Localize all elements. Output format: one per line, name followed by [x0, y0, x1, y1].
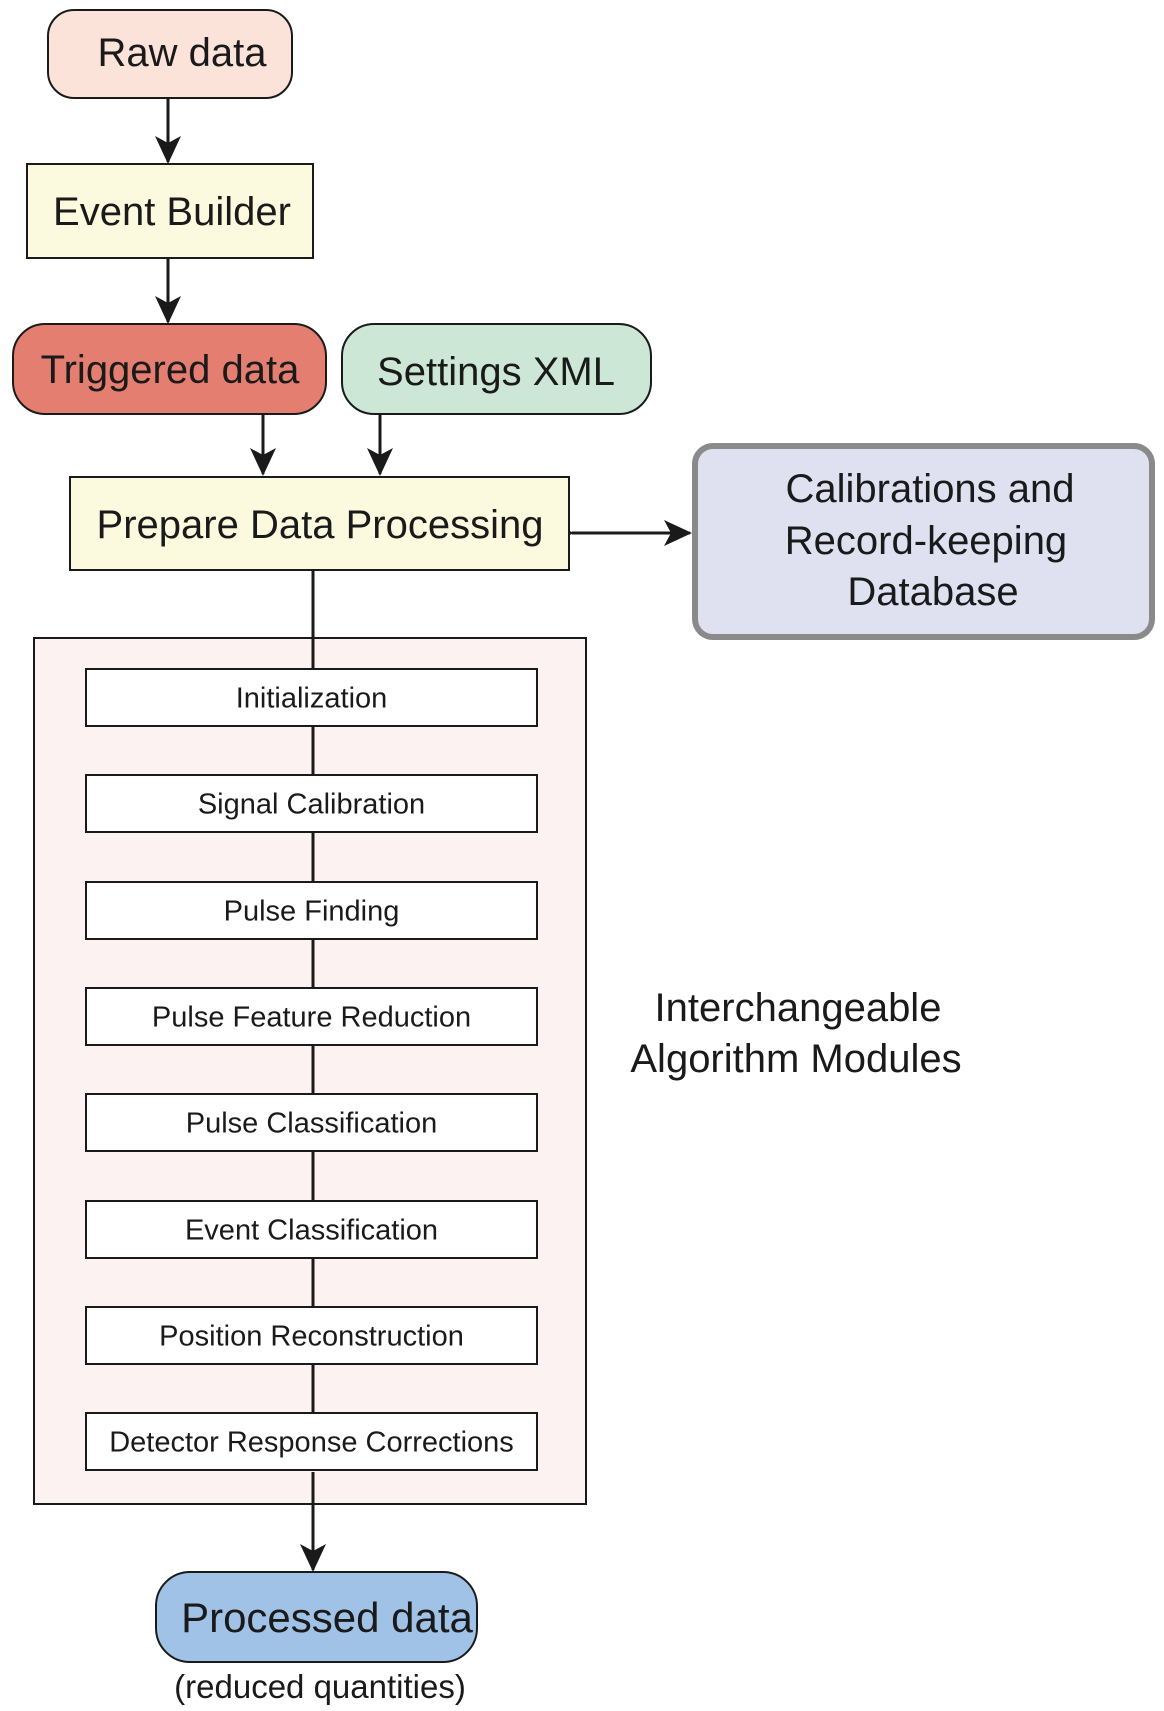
module-step-box-2 [85, 774, 538, 833]
database-label-line-1: Calibrations and [785, 467, 1074, 511]
module-step-label-3: Pulse Finding [224, 896, 400, 928]
module-step-label-6: Event Classification [185, 1215, 438, 1247]
processed-data-node [155, 1571, 478, 1663]
module-step-box-8 [85, 1412, 538, 1471]
triggered-data-label: Triggered data [41, 348, 300, 392]
module-step-box-1 [85, 668, 538, 727]
module-step-label-4: Pulse Feature Reduction [152, 1002, 471, 1034]
modules-panel [33, 637, 587, 1505]
module-step-box-4 [85, 987, 538, 1046]
settings-xml-label: Settings XML [377, 350, 615, 394]
module-step-label-7: Position Reconstruction [159, 1321, 464, 1353]
module-step-label-1: Initialization [236, 683, 388, 715]
prepare-data-processing-label: Prepare Data Processing [97, 503, 544, 547]
modules-label-line-1: Interchangeable [655, 986, 942, 1030]
module-step-box-6 [85, 1200, 538, 1259]
module-step-label-5: Pulse Classification [186, 1108, 437, 1140]
settings-xml-node [341, 323, 652, 415]
raw-data-node [47, 9, 293, 99]
triggered-data-node [12, 323, 327, 415]
module-step-label-8: Detector Response Corrections [109, 1427, 514, 1459]
processed-data-label: Processed data [181, 1594, 473, 1641]
database-label-line-3: Database [847, 570, 1018, 614]
modules-label-line-2: Algorithm Modules [630, 1037, 961, 1081]
prepare-data-processing-node [69, 476, 570, 571]
database-label-line-2: Record-keeping [785, 519, 1067, 563]
raw-data-label: Raw data [98, 31, 268, 75]
module-step-label-2: Signal Calibration [198, 789, 425, 821]
event-builder-label: Event Builder [53, 190, 291, 234]
database-node [692, 443, 1155, 640]
event-builder-node [26, 163, 314, 259]
module-step-box-3 [85, 881, 538, 940]
module-step-box-5 [85, 1093, 538, 1152]
module-step-box-7 [85, 1306, 538, 1365]
processed-data-note: (reduced quantities) [174, 1668, 466, 1705]
